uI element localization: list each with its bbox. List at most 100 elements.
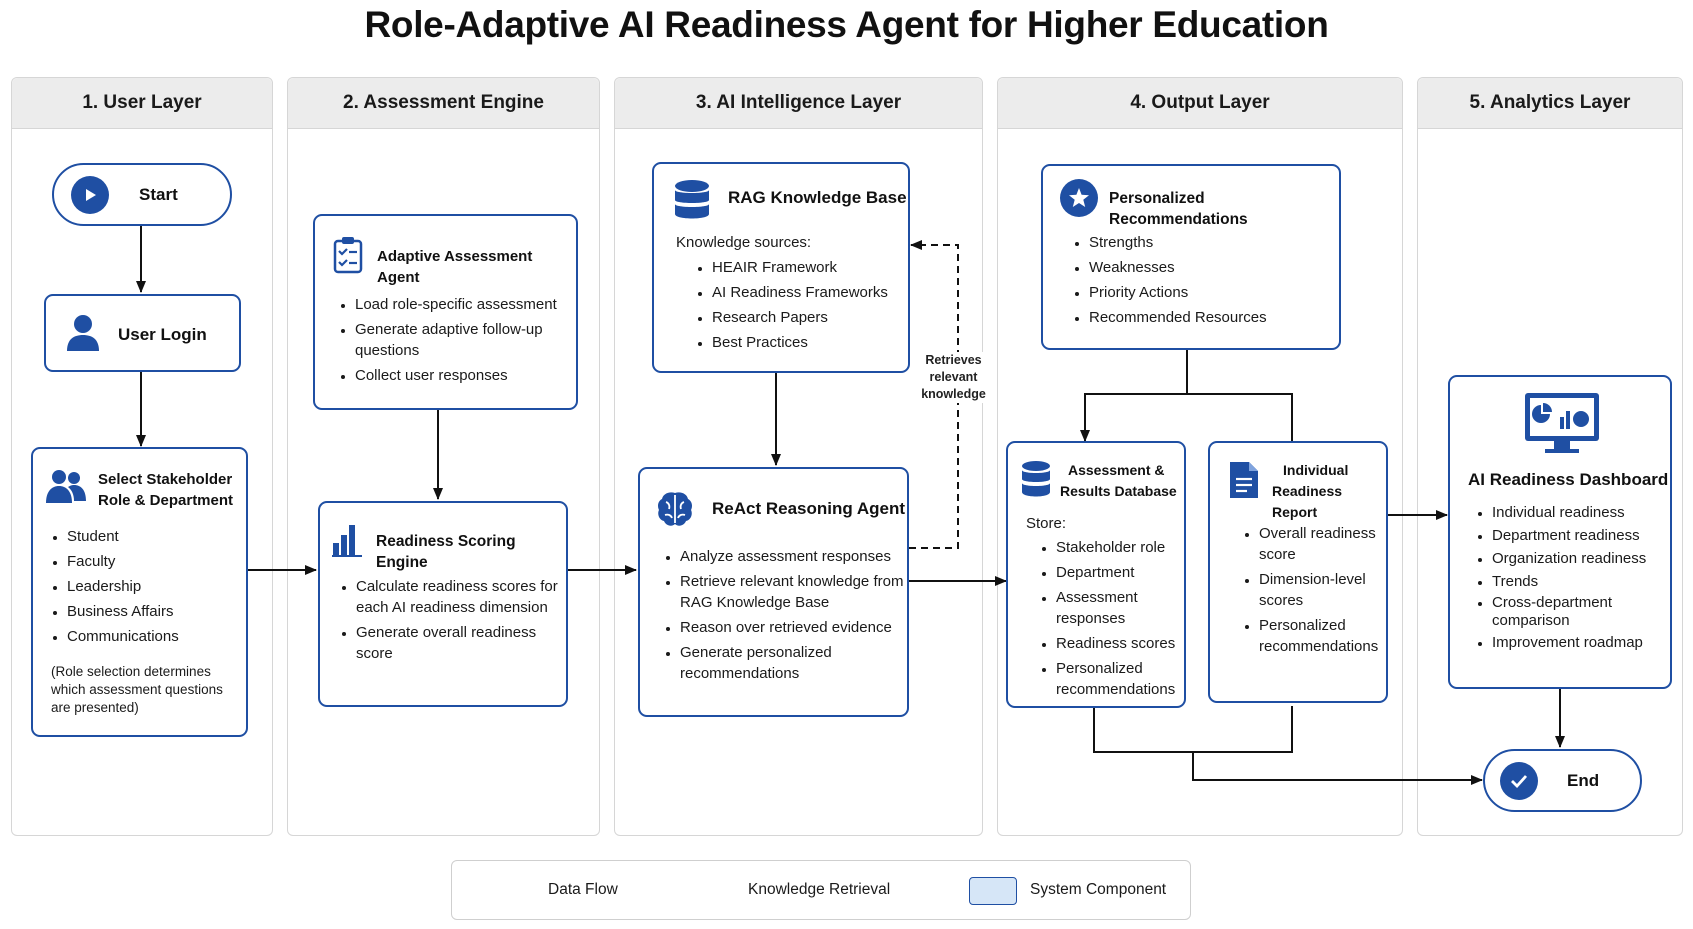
lane-header: 2. Assessment Engine [288,78,599,129]
db-item: Readiness scores [1056,633,1198,654]
legend-system-component-label: System Component [1030,881,1167,898]
dashboard-item: Cross-department comparison [1492,594,1682,630]
arrow-output-end [1093,706,1293,753]
lane-header: 1. User Layer [12,78,272,129]
dashboard-title: AI Readiness Dashboard [1468,470,1669,489]
report-title-line-1: Individual [1283,462,1349,478]
dashboard-item: Individual readiness [1492,502,1682,523]
legend-system-component-swatch [969,877,1017,905]
lane-assessment-engine: 2. Assessment Engine [287,77,600,836]
role-item: Faculty [67,551,257,572]
end-node[interactable]: End [1483,749,1642,812]
role-list: Student Faculty Leadership Business Affa… [49,526,257,651]
scoring-engine-node[interactable]: Readiness Scoring Engine Calculate readi… [318,501,568,707]
arrow-recs-report [1187,393,1293,441]
recs-item: Priority Actions [1089,282,1339,303]
recs-title: Personalized Recommendations [1109,190,1248,228]
user-icon [66,314,100,357]
play-icon [71,176,109,214]
dashboard-item: Organization readiness [1492,548,1682,569]
recs-item: Weaknesses [1089,257,1339,278]
db-title-line-2: Results Database [1060,483,1177,499]
user-login-node[interactable]: User Login [44,294,241,372]
star-icon [1060,179,1098,217]
report-item: Dimension-level scores [1259,569,1399,611]
arrow-recs-split [1080,350,1188,442]
scoring-title: Readiness Scoring Engine [376,533,516,571]
rag-item: Best Practices [712,332,922,353]
results-database-node[interactable]: Assessment & Results Database Store: Sta… [1006,441,1186,708]
end-label: End [1567,771,1600,790]
adaptive-title: Adaptive Assessment Agent [377,248,533,286]
lane-header: 3. AI Intelligence Layer [615,78,982,129]
adaptive-assessment-node[interactable]: Adaptive Assessment Agent Load role-spec… [313,214,578,410]
report-item: Overall readiness score [1259,523,1399,565]
dashboard-item: Department readiness [1492,525,1682,546]
react-item: Generate personalized recommendations [680,642,920,684]
login-label: User Login [118,325,207,344]
dashboard-item: Improvement roadmap [1492,632,1682,653]
rag-subtitle: Knowledge sources: [676,234,812,251]
adaptive-item: Load role-specific assessment [355,294,575,315]
recs-list: Strengths Weaknesses Priority Actions Re… [1071,232,1339,332]
role-title-line-2: Role & Department [98,492,234,509]
recs-item: Recommended Resources [1089,307,1339,328]
readiness-report-node[interactable]: Individual Readiness Report Overall read… [1208,441,1388,703]
lane-header: 5. Analytics Layer [1418,78,1682,129]
brain-icon [656,490,694,533]
lane-header: 4. Output Layer [998,78,1402,129]
role-item: Leadership [67,576,257,597]
retrieves-knowledge-label: Retrieves relevant knowledge [916,352,991,403]
dashboard-monitor-icon [1523,391,1601,462]
scoring-item: Calculate readiness scores for each AI r… [356,576,566,618]
react-item: Analyze assessment responses [680,546,920,567]
start-node[interactable]: Start [52,163,232,226]
clipboard-icon [333,236,363,279]
arrow-merge-end [1192,752,1483,785]
scoring-list: Calculate readiness scores for each AI r… [338,576,566,668]
dashed-retrieval [909,240,959,549]
rag-item: Research Papers [712,307,922,328]
legend: Data Flow Knowledge Retrieval System Com… [451,860,1191,920]
checkmark-icon [1500,762,1538,800]
react-reasoning-node[interactable]: ReAct Reasoning Agent Analyze assessment… [638,467,909,717]
users-icon [46,469,86,508]
adaptive-item: Generate adaptive follow-up questions [355,319,575,361]
db-store-label: Store: [1026,515,1067,532]
db-item: Department [1056,562,1198,583]
role-selection-node[interactable]: Select Stakeholder Role & Department Stu… [31,447,248,737]
document-icon [1229,461,1259,504]
rag-title: RAG Knowledge Base [728,188,907,207]
rag-item: AI Readiness Frameworks [712,282,922,303]
database-icon [1021,460,1051,505]
db-list: Stakeholder role Department Assessment r… [1038,537,1198,704]
rag-knowledge-base-node[interactable]: RAG Knowledge Base Knowledge sources: HE… [652,162,910,373]
db-item: Assessment responses [1056,587,1198,629]
diagram-title: Role-Adaptive AI Readiness Agent for Hig… [364,4,1329,45]
report-title-line-2: Readiness Report [1272,483,1343,520]
db-item: Personalized recommendations [1056,658,1198,700]
report-item: Personalized recommendations [1259,615,1399,657]
ai-readiness-dashboard-node[interactable]: AI Readiness Dashboard Individual readin… [1448,375,1672,689]
role-item: Business Affairs [67,601,257,622]
adaptive-list: Load role-specific assessment Generate a… [337,294,575,390]
react-title: ReAct Reasoning Agent [712,499,906,518]
db-title-line-1: Assessment & [1068,462,1165,478]
legend-knowledge-retrieval-label: Knowledge Retrieval [748,881,891,898]
rag-list: HEAIR Framework AI Readiness Frameworks … [694,257,922,357]
recs-item: Strengths [1089,232,1339,253]
report-list: Overall readiness score Dimension-level … [1241,523,1399,661]
role-item: Communications [67,626,257,647]
start-label: Start [139,185,178,204]
dashboard-list: Individual readiness Department readines… [1474,502,1682,655]
personalized-recommendations-node[interactable]: Personalized Recommendations Strengths W… [1041,164,1341,350]
legend-data-flow-label: Data Flow [548,881,618,898]
react-item: Retrieve relevant knowledge from RAG Kno… [680,571,920,613]
react-list: Analyze assessment responses Retrieve re… [662,546,920,688]
bar-chart-icon [332,521,362,562]
database-icon [674,179,710,228]
adaptive-item: Collect user responses [355,365,575,386]
role-title-line-1: Select Stakeholder [98,471,233,488]
role-item: Student [67,526,257,547]
